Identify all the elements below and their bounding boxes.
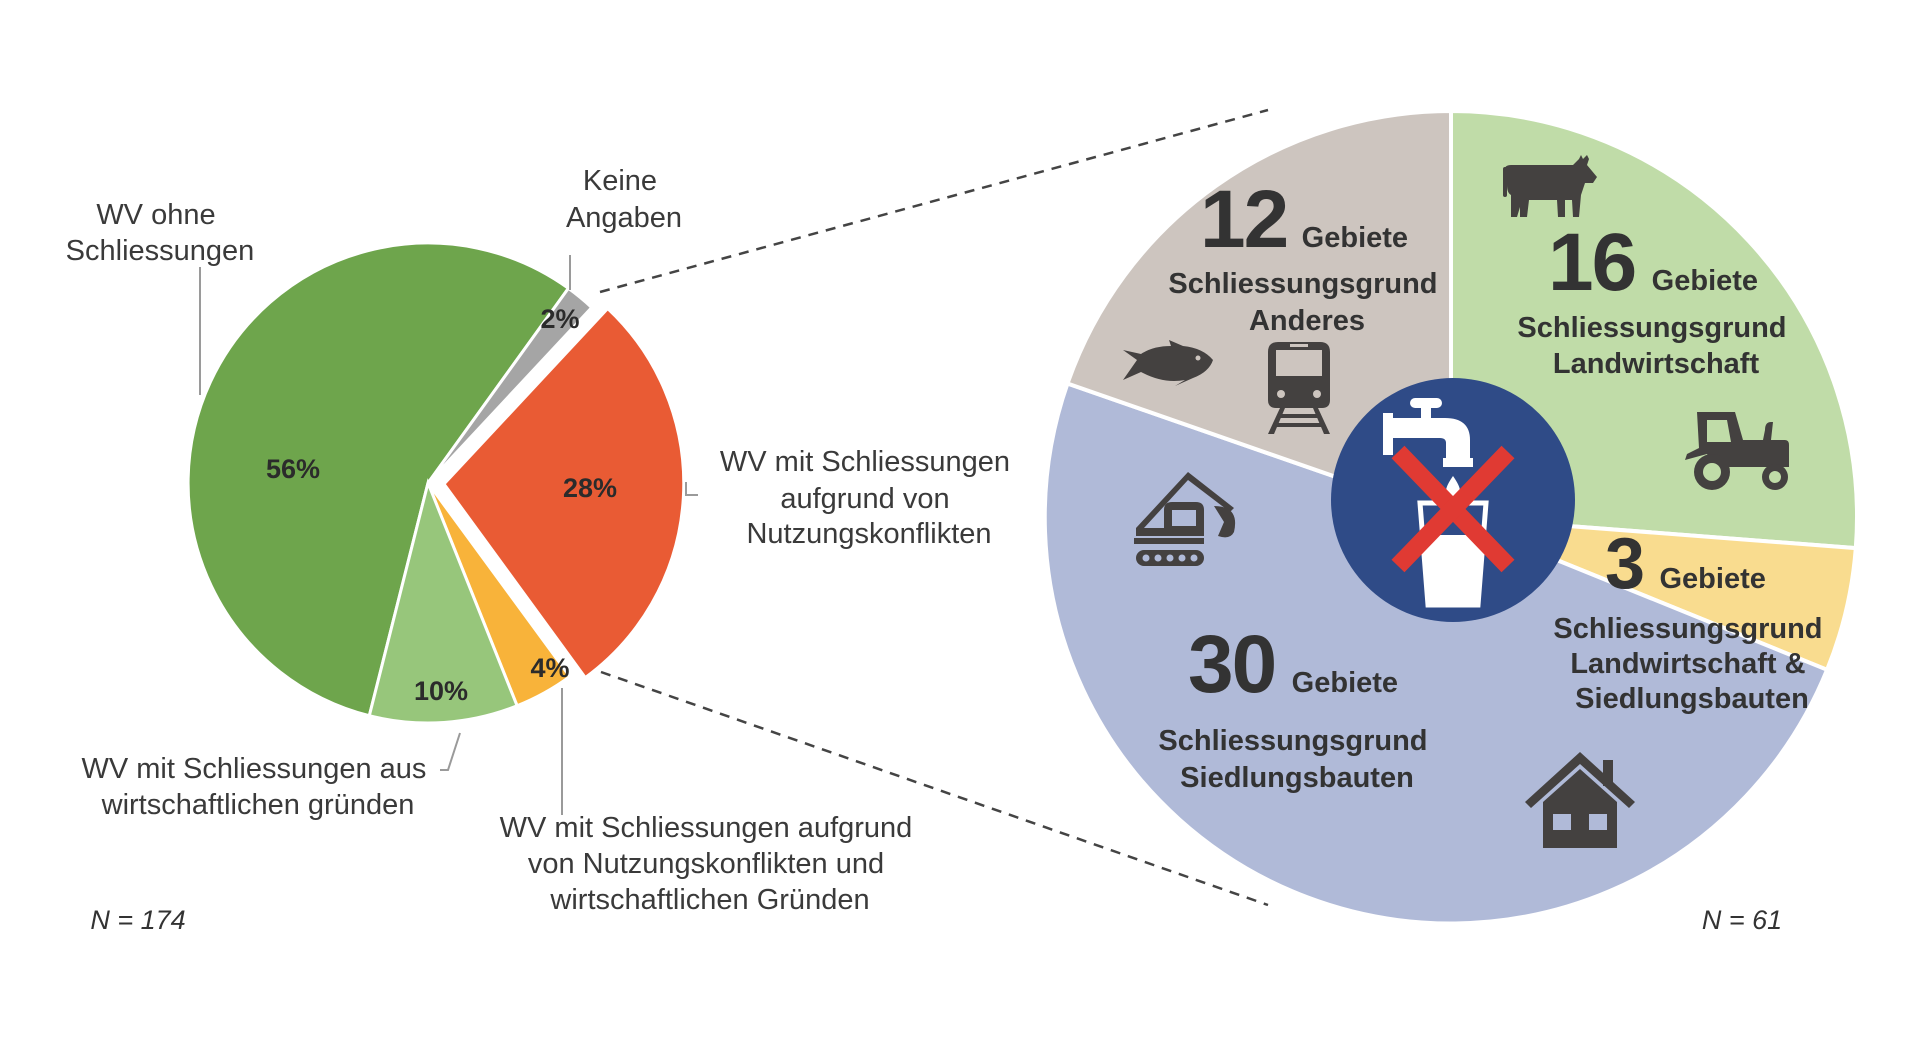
slice-wv-ohne-schliessungen [186,241,571,718]
pct-label-4: 4% [530,653,569,683]
svg-text:12 Gebiete: 12 Gebiete [1200,174,1408,265]
slice-keine-angaben [426,286,594,485]
excavator-icon [1134,472,1236,566]
pct-label-2: 2% [540,304,579,334]
tractor-icon [1685,412,1789,490]
svg-text:16 Gebiete: 16 Gebiete [1548,217,1758,308]
count-landwirtschaft: 16 [1548,217,1635,308]
unit-beides: Gebiete [1660,563,1766,595]
n-label-left: N = 174 [90,905,185,935]
leader-line-wirtschaft [440,732,461,771]
house-icon [1525,752,1635,848]
count-siedlung: 30 [1188,619,1275,710]
fish-icon [1123,340,1213,386]
reason-siedlung: Schliessungsgrund Siedlungsbauten [1158,725,1435,794]
svg-text:30 Gebiete: 30 Gebiete [1188,619,1398,710]
slice-nutzungskonflikte [442,306,686,680]
label-wv-ohne-schliessungen: WV ohne Schliessungen [66,199,255,267]
no-drinking-water-icon [1331,378,1575,622]
reason-anderes: Schliessungsgrund Anderes [1168,268,1445,337]
pct-label-28: 28% [563,473,617,503]
label-nutzungskonflikte-und-wirtschaft: WV mit Schliessungen aufgrund von Nutzun… [500,812,921,916]
count-beides: 3 [1605,524,1643,604]
label-nutzungskonflikte: WV mit Schliessungen aufgrund von Nutzun… [720,446,1018,550]
unit-landwirtschaft: Gebiete [1652,265,1758,297]
unit-anderes: Gebiete [1302,222,1408,254]
cow-icon [1503,155,1597,217]
slice-anderes [1064,108,1453,520]
pct-label-56: 56% [266,454,320,484]
pct-label-10: 10% [414,676,468,706]
count-anderes: 12 [1200,174,1287,265]
slice-text-siedlungsbauten: 30 Gebiete Schliessungsgrund Siedlungsba… [1158,619,1435,794]
svg-text:3 Gebiete: 3 Gebiete [1605,524,1766,604]
connector-line-top [599,108,1269,294]
left-pie: 56% 2% 28% 4% 10% [186,241,686,725]
slice-text-landwirtschaft: 16 Gebiete Schliessungsgrund Landwirtsch… [1517,217,1794,380]
slice-text-landwirtschaft-und-siedlung: 3 Gebiete Schliessungsgrund Landwirtscha… [1553,524,1830,715]
unit-siedlung: Gebiete [1292,667,1398,699]
train-icon [1268,342,1330,434]
connector-line-bottom [600,670,1269,907]
label-keine-angaben: Keine Angaben [566,165,682,234]
label-wirtschaftliche-gruende: WV mit Schliessungen aus wirtschaftliche… [82,753,435,821]
reason-beides: Schliessungsgrund Landwirtschaft & Siedl… [1553,613,1830,715]
slice-wirtschaftliche-gruende [367,478,520,725]
slice-siedlungsbauten [1042,380,1830,926]
leader-line-konflikt [685,482,698,496]
right-pie: 12 Gebiete Schliessungsgrund Anderes 16 … [1042,108,1859,935]
leader-lines [199,255,698,815]
reason-landwirtschaft: Schliessungsgrund Landwirtschaft [1517,312,1794,380]
n-label-right: N = 61 [1702,905,1782,935]
left-pie-labels: WV ohne Schliessungen Keine Angaben WV m… [66,165,1018,935]
slice-text-anderes: 12 Gebiete Schliessungsgrund Anderes [1168,174,1445,337]
connector-lines [599,108,1269,907]
